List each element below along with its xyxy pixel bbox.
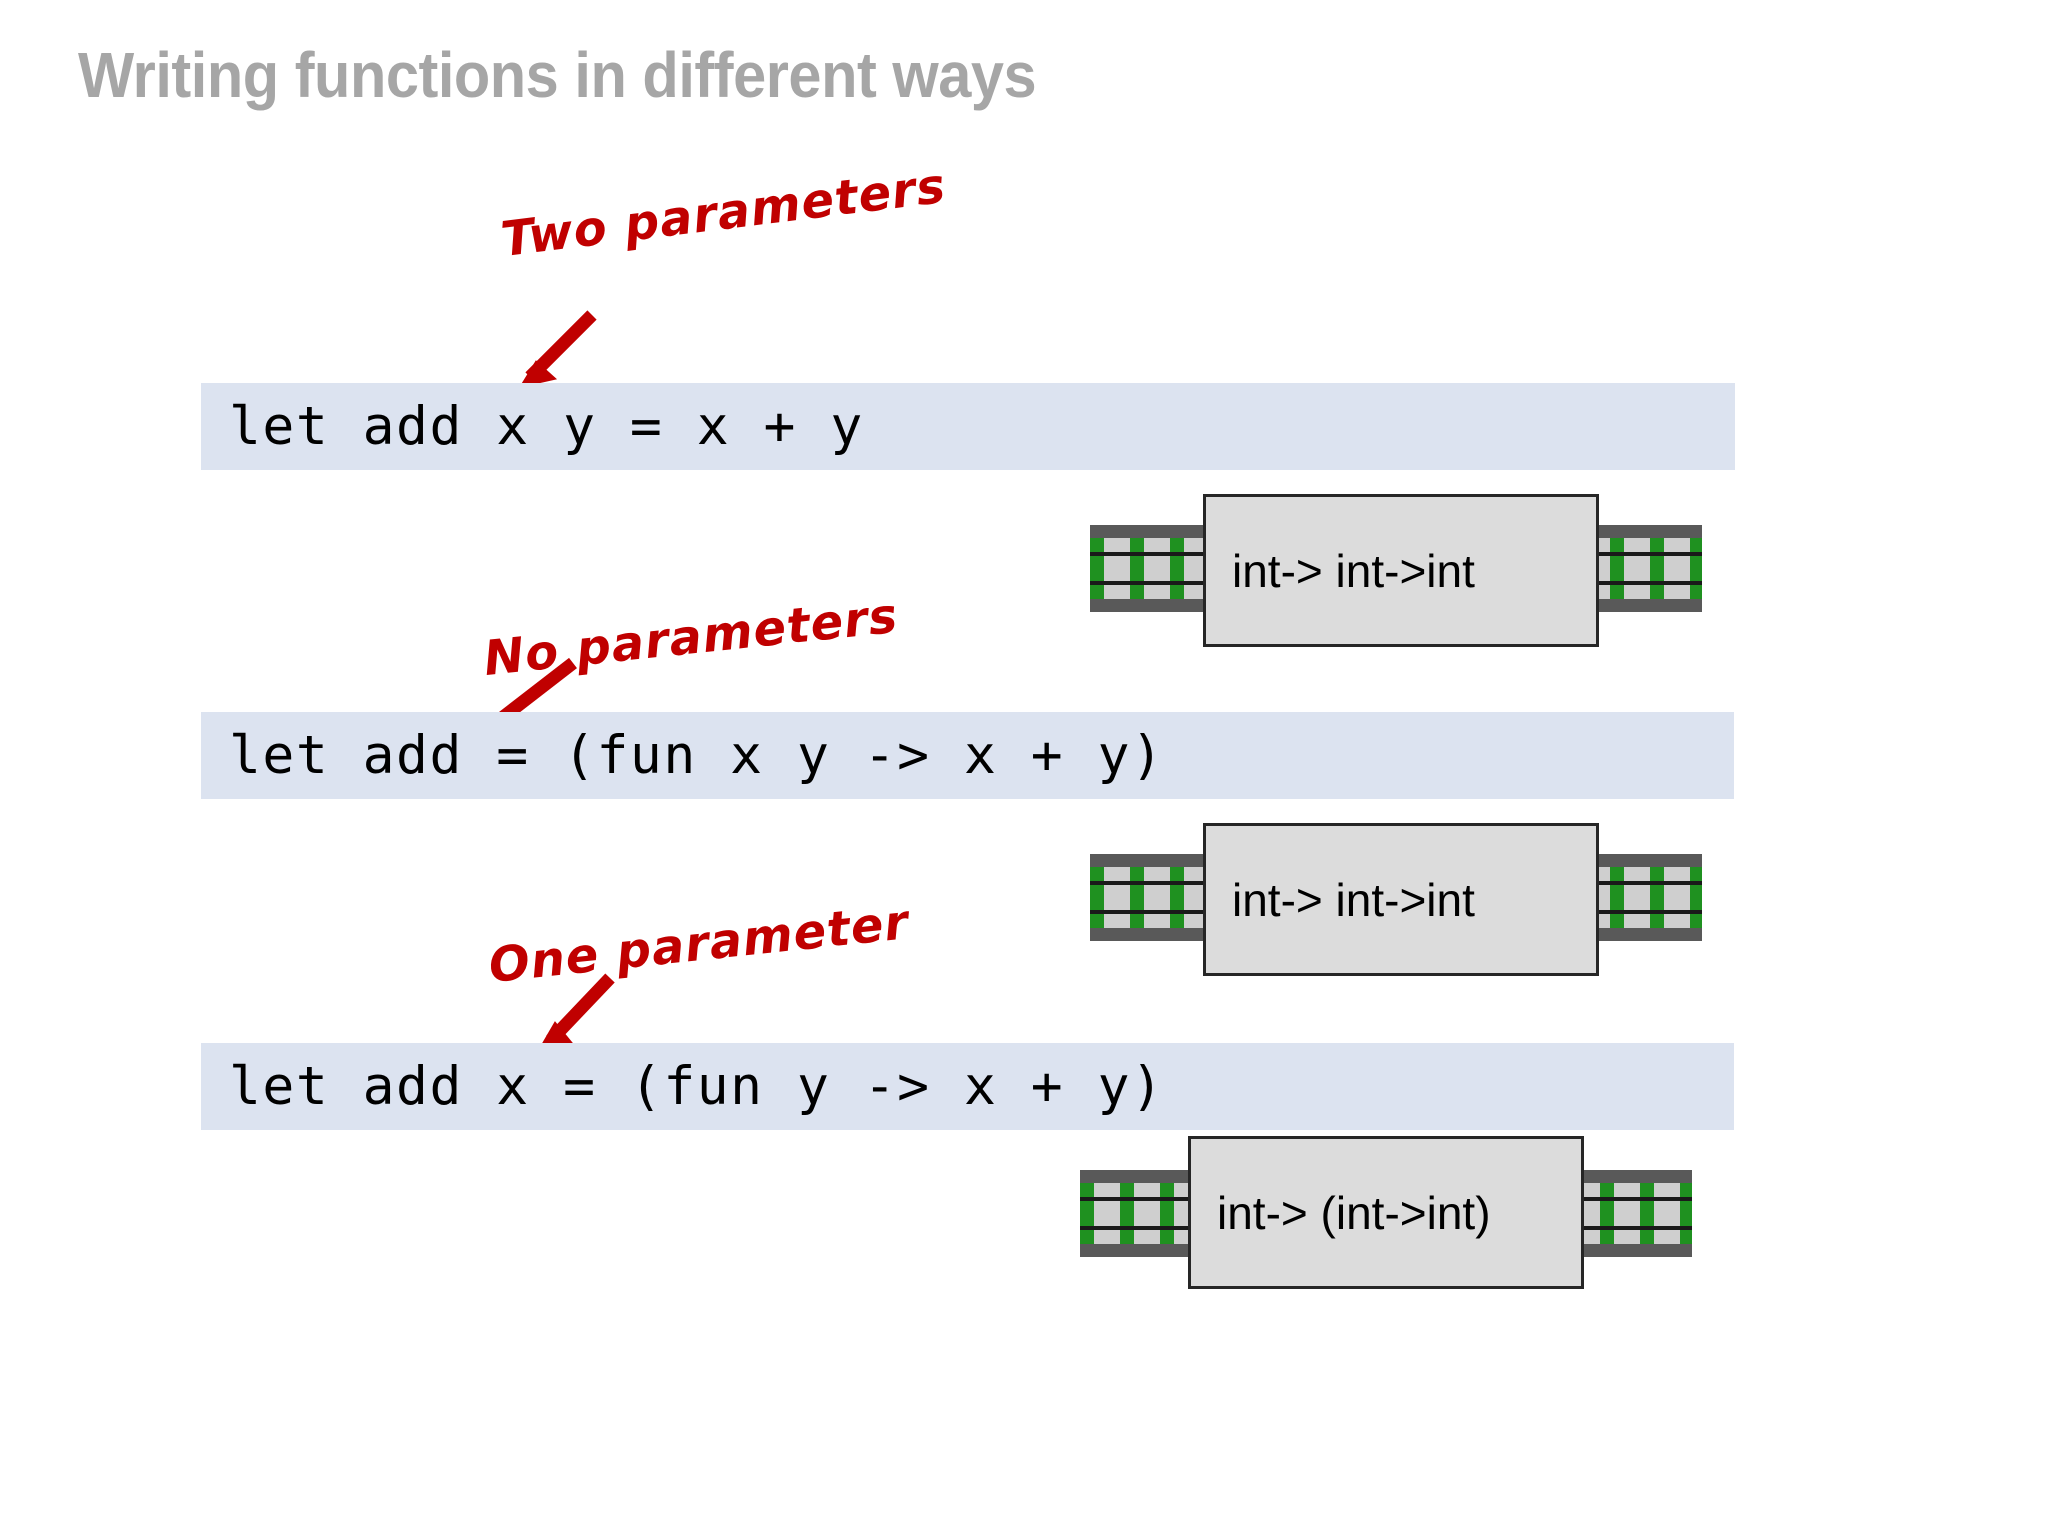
type-signature-2-text: int-> int->int [1232, 873, 1475, 926]
type-signature-3-text: int-> (int->int) [1217, 1186, 1491, 1239]
code-block-2: let add = (fun x y -> x + y) [201, 712, 1734, 799]
annotation-two-parameters: Two parameters [498, 158, 949, 268]
type-signature-box-2: int-> int->int [1203, 823, 1599, 976]
type-signature-box-3: int-> (int->int) [1188, 1136, 1584, 1289]
code-block-1: let add x y = x + y [201, 383, 1735, 470]
page-title: Writing functions in different ways [78, 39, 1037, 111]
code-block-3: let add x = (fun y -> x + y) [201, 1043, 1734, 1130]
code-block-1-text: let add x y = x + y [229, 396, 864, 457]
code-block-2-text: let add = (fun x y -> x + y) [229, 725, 1165, 786]
arrow-two-parameters-icon [518, 310, 597, 388]
type-signature-box-1: int-> int->int [1203, 494, 1599, 647]
annotation-two-parameters-label: Two parameters [498, 157, 949, 268]
code-block-3-text: let add x = (fun y -> x + y) [229, 1056, 1165, 1117]
type-signature-1-text: int-> int->int [1232, 544, 1475, 597]
